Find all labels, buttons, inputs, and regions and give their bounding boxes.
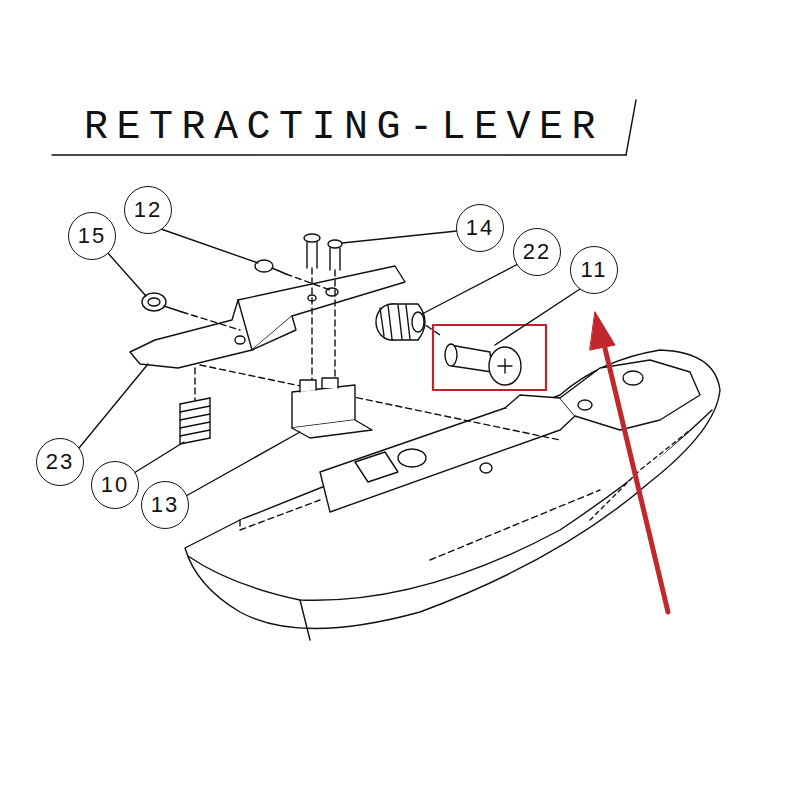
red-arrow: [590, 312, 668, 612]
callout-circle: 15: [68, 212, 116, 260]
callout-circle: 22: [513, 228, 561, 276]
screws: [304, 234, 320, 242]
callout-circle: 11: [570, 246, 618, 294]
gear: [376, 304, 425, 340]
callout-circle: 13: [141, 481, 189, 529]
leader-lines: [161, 229, 258, 263]
lever-body: [578, 400, 592, 410]
gear: [380, 305, 410, 339]
pin: [489, 347, 521, 385]
dashed-axes: [182, 312, 240, 330]
callout-number: 11: [581, 259, 608, 281]
screws: [164, 306, 182, 312]
gear: [412, 312, 424, 332]
dashed-axes: [194, 368, 195, 400]
title-frame: [52, 154, 626, 155]
spring: [180, 398, 210, 444]
switch-block: [292, 378, 372, 438]
screws: [330, 248, 340, 270]
screws: [307, 242, 317, 268]
spring: [180, 398, 210, 444]
leader-lines: [134, 442, 184, 473]
pin: [498, 359, 512, 373]
leader-lines: [186, 432, 300, 496]
leader-lines: [495, 289, 580, 345]
pin: [445, 344, 457, 366]
lever-body: [300, 600, 310, 640]
lever-body: [560, 360, 700, 430]
diagram-title: RETRACTING-LEVER: [84, 108, 604, 148]
callout-circle: 10: [91, 461, 139, 509]
bracket-plate: [130, 266, 405, 368]
leader-lines: [107, 252, 146, 296]
screws: [148, 298, 160, 306]
screws: [255, 260, 273, 272]
switch-block: [292, 420, 372, 438]
callout-number: 14: [466, 217, 494, 239]
callout-number: 12: [134, 199, 162, 221]
callout-number: 23: [46, 451, 74, 473]
dashed-axes: [334, 270, 335, 380]
lever-body: [430, 490, 600, 560]
spring: [180, 398, 210, 444]
title-frame: [52, 100, 636, 155]
red-arrow: [603, 340, 668, 612]
lever-body: [590, 430, 690, 520]
leader-lines: [342, 231, 457, 243]
callout-circle: 23: [36, 438, 84, 486]
lever-body: [623, 371, 643, 385]
leader-lines: [79, 229, 580, 496]
switch-block: [300, 378, 338, 392]
leader-lines: [422, 264, 518, 314]
lever-body: [355, 452, 398, 482]
leader-lines: [79, 364, 148, 448]
screws: [272, 268, 286, 274]
callout-number: 22: [523, 241, 551, 263]
dashed-axes: [286, 274, 330, 290]
title-frame: [626, 100, 636, 155]
dashed-axes: [311, 268, 312, 380]
callout-number: 13: [151, 494, 179, 516]
callout-number: 10: [101, 474, 129, 496]
callout-circle: 12: [124, 186, 172, 234]
bracket-plate: [130, 266, 405, 368]
callout-circle: 14: [456, 204, 504, 252]
bracket-plate: [252, 316, 296, 350]
dashed-axes: [182, 268, 560, 440]
screws: [328, 240, 342, 248]
pin: [445, 344, 521, 385]
bracket-plate: [235, 336, 245, 344]
lever-body: [240, 500, 320, 530]
highlight-box: [433, 325, 546, 390]
lever-body: [398, 449, 426, 467]
red-arrow: [590, 312, 615, 350]
callout-number: 15: [78, 225, 106, 247]
lever-body: [480, 463, 492, 473]
